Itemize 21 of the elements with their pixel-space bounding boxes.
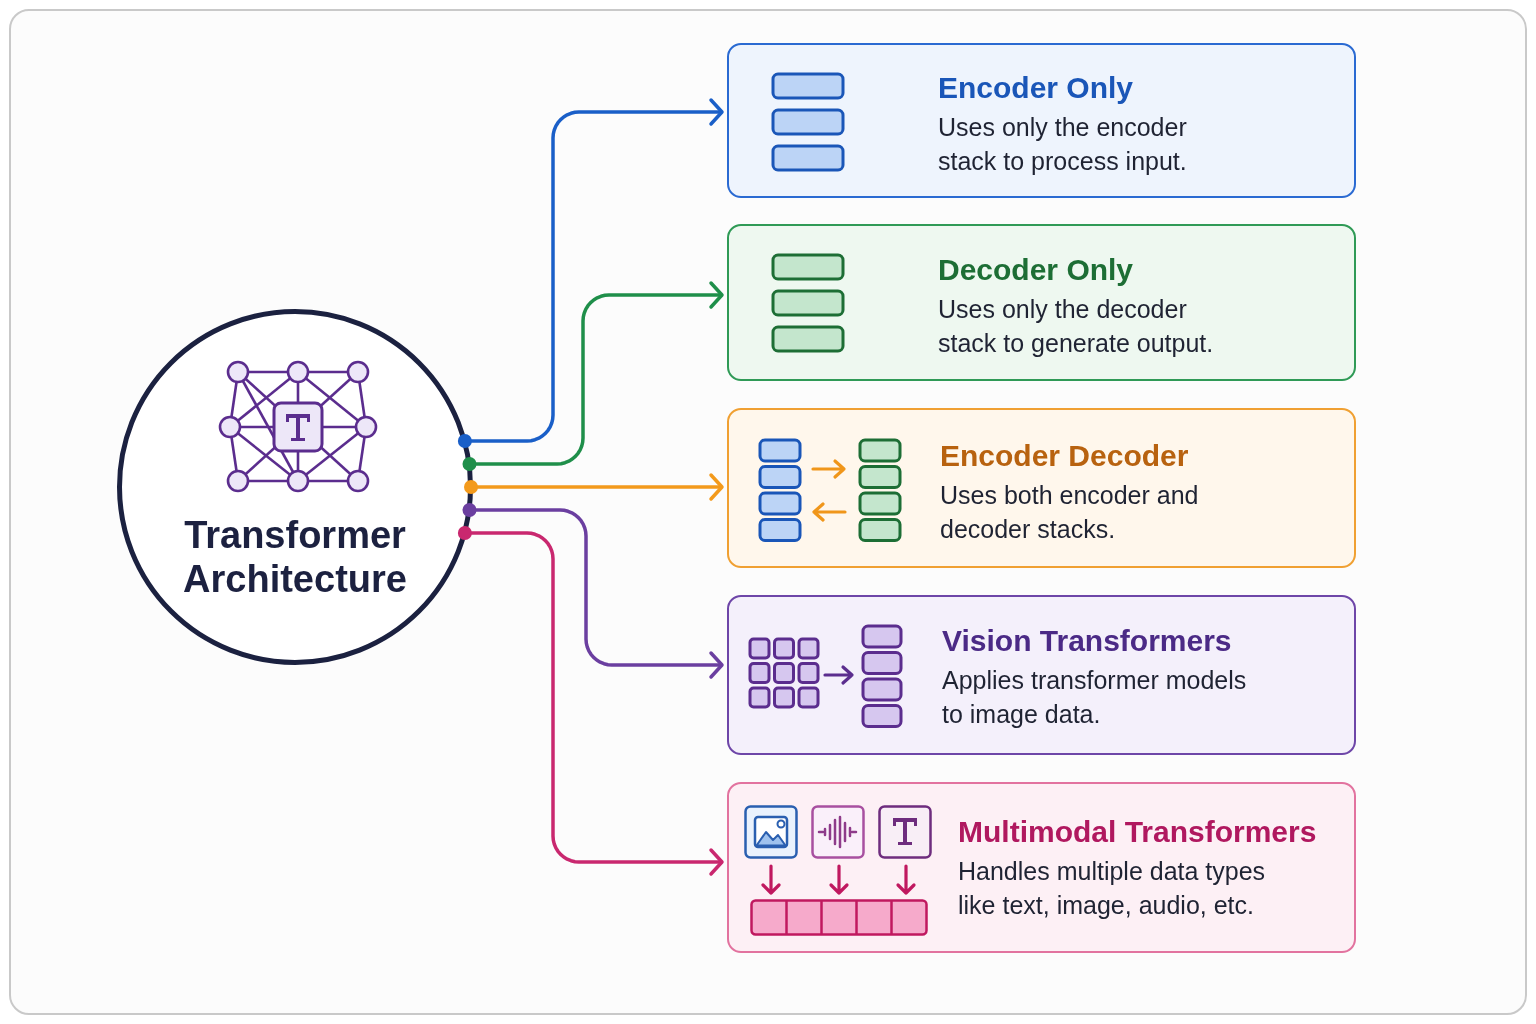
arrow: [457, 98, 724, 448]
category-card: [727, 224, 1356, 381]
card-title: Encoder Only: [938, 70, 1134, 106]
card-title: Decoder Only: [938, 252, 1134, 288]
category-card: [727, 595, 1356, 755]
card-description: Applies transformer models to image data.: [942, 665, 1248, 730]
category-card: [727, 408, 1356, 568]
arrow: [462, 503, 724, 679]
arrow: [462, 281, 724, 471]
card-title: Encoder Decoder: [940, 438, 1189, 474]
card-description: Uses both encoder and decoder stacks.: [940, 480, 1200, 545]
card-title: Multimodal Transformers: [958, 814, 1317, 850]
card-title: Vision Transformers: [942, 623, 1232, 659]
arrow: [457, 526, 724, 876]
category-card: [727, 782, 1356, 953]
card-description: Handles multiple data types like text, image, audio, etc.: [958, 856, 1267, 921]
category-card: [727, 43, 1356, 198]
card-description: Uses only the encoder stack to process input.: [938, 112, 1188, 177]
arrow: [464, 473, 724, 501]
hub-title: Transformer Architecture: [183, 513, 407, 601]
card-description: Uses only the decoder stack to generate output.: [938, 294, 1215, 359]
